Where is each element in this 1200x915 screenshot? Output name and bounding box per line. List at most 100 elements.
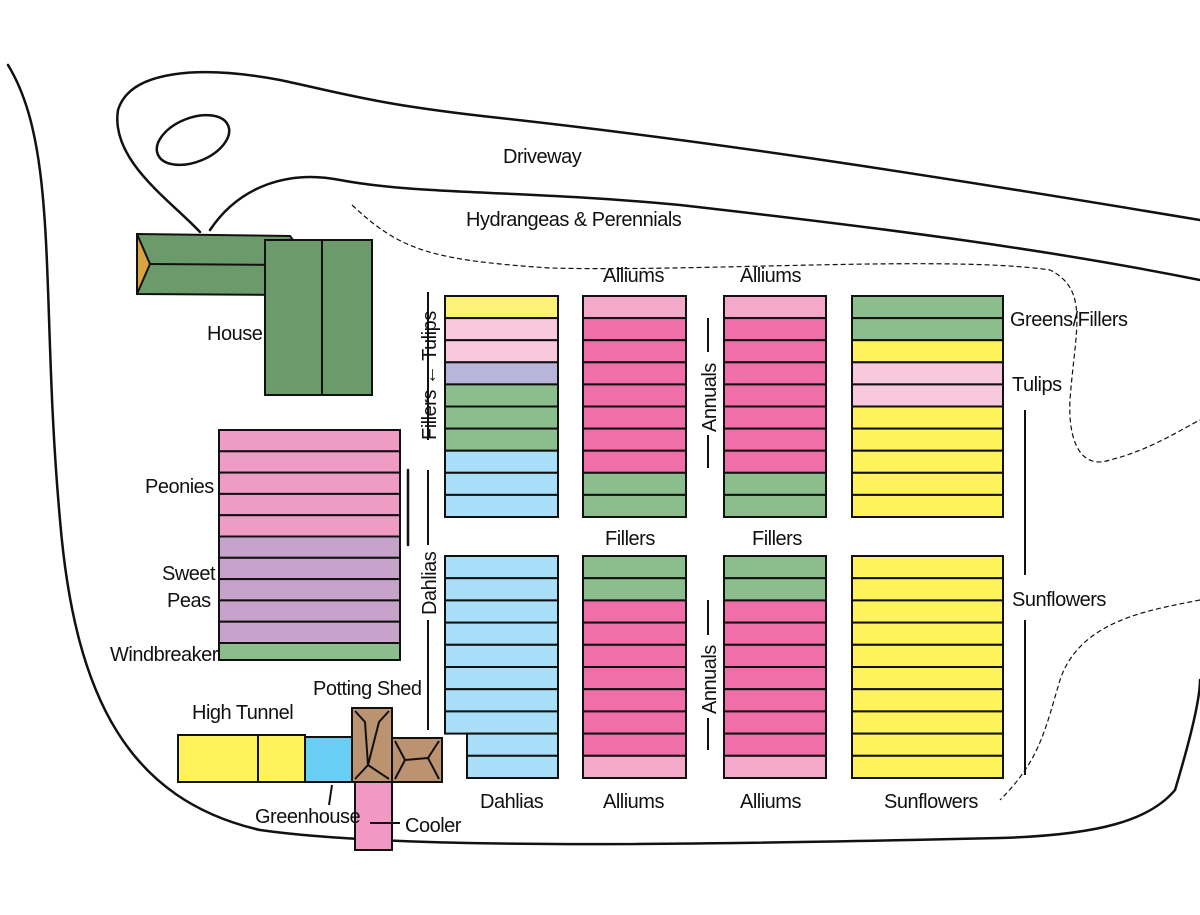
bed-row-lavender [444, 361, 559, 386]
bed-row-annuals [582, 621, 687, 646]
bed-row-sunflowers [851, 599, 1004, 624]
bed-row-sunflowers [851, 666, 1004, 691]
label-greenhouse: Greenhouse [255, 806, 360, 828]
bed-row-dahlias [444, 643, 559, 668]
cooler [354, 781, 393, 851]
bed-row-annuals [582, 666, 687, 691]
label-greens-fillers: Greens/Fillers [1010, 309, 1128, 331]
bed-row-peonies [218, 492, 401, 517]
bed-row-annuals [723, 361, 827, 386]
driveway-outer [116, 71, 1200, 234]
bed-tulips-fillers-dahlias [444, 295, 559, 518]
bed-row-sweet-peas [218, 556, 401, 581]
label-sunflowers-side: Sunflowers [1012, 589, 1106, 611]
bed-row-annuals [582, 732, 687, 757]
bed-row-dahlias [466, 732, 559, 757]
high-tunnel [177, 734, 306, 783]
bed-row-annuals [723, 383, 827, 408]
house [136, 232, 373, 396]
bed-row-peonies [218, 450, 401, 474]
direction-arrows [427, 292, 1026, 775]
bed-row-sunflowers [851, 405, 1004, 430]
bed-row-annuals [582, 317, 687, 342]
label-alliums-top-2: Alliums [740, 265, 801, 287]
bed-fillers-annuals-alliums-1 [582, 555, 687, 779]
bed-row-fillers [851, 317, 1004, 342]
label-high-tunnel: High Tunnel [192, 702, 293, 724]
bed-row-sunflowers [851, 754, 1004, 779]
bed-row-annuals [582, 449, 687, 474]
bed-row-fillers [582, 577, 687, 602]
bed-row-annuals [723, 339, 827, 364]
bed-row-sunflowers [851, 577, 1004, 602]
bed-row-annuals [582, 643, 687, 668]
label-fillers-mid-1: Fillers [605, 528, 655, 550]
bed-row-fillers [723, 493, 827, 518]
bed-row-dahlias [444, 710, 559, 735]
bed-row-annuals [723, 317, 827, 342]
bed-row-fillers [723, 471, 827, 496]
bed-row-fillers [582, 471, 687, 496]
label-hydrangeas-perennials: Hydrangeas & Perennials [466, 209, 682, 231]
bed-row-sunflowers [851, 471, 1004, 496]
bed-row-sunflowers [851, 427, 1004, 452]
bed-row-annuals [582, 427, 687, 452]
bed-row-dahlias [444, 688, 559, 713]
bed-row-annuals [723, 621, 827, 646]
bed-row-annuals [582, 383, 687, 408]
label-alliums-bottom-2: Alliums [740, 791, 801, 813]
bed-row-sunflowers [851, 339, 1004, 364]
bed-row-fillers [851, 295, 1004, 320]
bed-row-dahlias [444, 621, 559, 646]
bed-row-alliums [723, 754, 827, 779]
label-potting-shed: Potting Shed [313, 678, 422, 700]
bed-row-dahlias [466, 754, 559, 779]
bed-row-sunflowers [851, 493, 1004, 518]
bed-row-annuals [582, 405, 687, 430]
bed-sunflowers [851, 555, 1004, 779]
label-sweet-peas-2: Peas [167, 590, 211, 612]
bed-row-annuals [723, 688, 827, 713]
bed-row-alliums [582, 295, 687, 320]
bed-row-peonies [218, 471, 401, 495]
label-alliums-top-1: Alliums [603, 265, 664, 287]
label-annuals-top: Annuals [699, 363, 721, 432]
bed-row-annuals [723, 710, 827, 735]
bed-row-dahlias [444, 449, 559, 474]
field-border-right [999, 599, 1200, 801]
potting-shed [351, 707, 443, 783]
bed-row-alliums [582, 754, 687, 779]
bed-row-tulips-pink [851, 361, 1004, 386]
bed-row-annuals [582, 361, 687, 386]
bed-row-sunflowers [851, 710, 1004, 735]
bed-row-annuals [582, 688, 687, 713]
bed-row-tulips-pink [444, 339, 559, 364]
bed-row-annuals [723, 643, 827, 668]
bed-row-dahlias [444, 666, 559, 691]
bed-row-sweet-peas [218, 620, 401, 645]
label-dahlias-side: Dahlias [419, 551, 441, 615]
bed-row-dahlias [444, 555, 559, 580]
bed-row-dahlias [444, 599, 559, 624]
bed-row-annuals [723, 427, 827, 452]
bed-peonies-sweet-peas [218, 429, 401, 645]
bed-fillers-annuals-alliums-2 [723, 555, 827, 779]
label-dahlias-bottom: Dahlias [480, 791, 544, 813]
hydrangea-border [351, 204, 1200, 463]
bed-row-dahlias [444, 577, 559, 602]
label-alliums-bottom-1: Alliums [603, 791, 664, 813]
bed-row-alliums [723, 295, 827, 320]
windbreaker [218, 642, 401, 661]
bed-row-sweet-peas [218, 599, 401, 623]
bed-row-annuals [723, 599, 827, 624]
bed-row-sunflowers [851, 449, 1004, 474]
bed-row-sunflowers [851, 621, 1004, 646]
bed-row-peonies [218, 429, 401, 453]
bed-greens-tulips-sunflowers [851, 295, 1004, 518]
bed-row-annuals [723, 405, 827, 430]
bed-row-fillers [582, 493, 687, 518]
bed-row-peonies [218, 514, 401, 538]
bed-row-annuals [582, 710, 687, 735]
label-fillers-mid-2: Fillers [752, 528, 802, 550]
